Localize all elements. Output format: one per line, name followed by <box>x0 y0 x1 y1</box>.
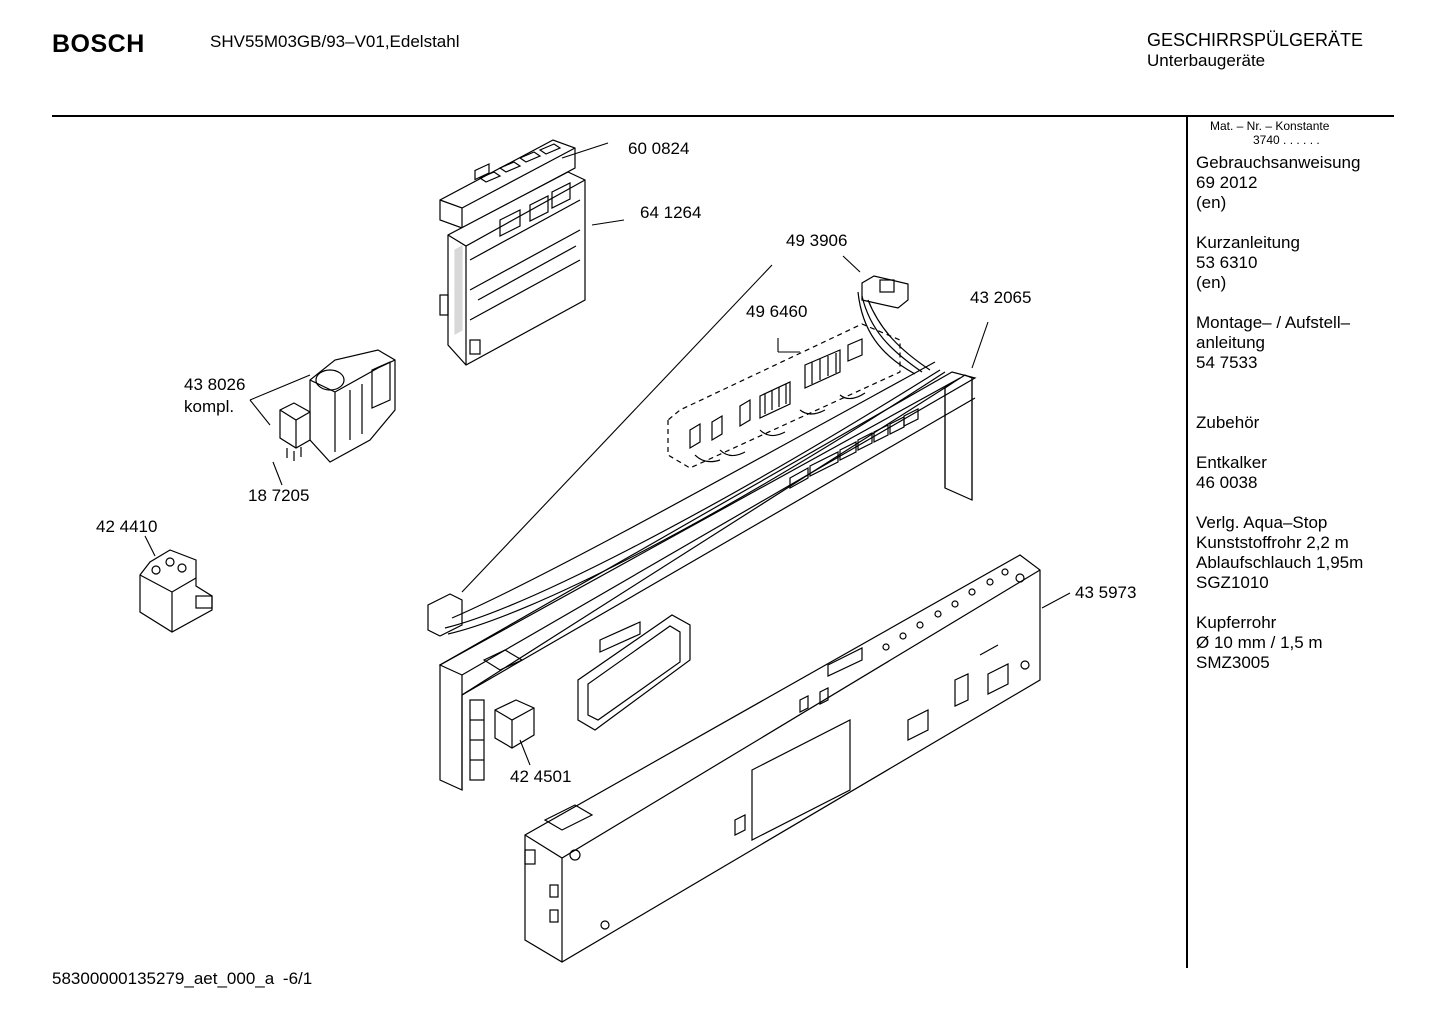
part-labels: 60 0824 64 1264 49 3906 49 6460 43 2065 … <box>96 139 1136 786</box>
category-title: GESCHIRRSPÜLGERÄTE <box>1147 30 1364 50</box>
label-438026-note: kompl. <box>184 397 234 416</box>
label-187205: 18 7205 <box>248 486 309 505</box>
accessory-entry: Entkalker 46 0038 <box>1196 453 1436 493</box>
label-424501: 42 4501 <box>510 767 571 786</box>
doc-title: Kurzanleitung <box>1196 233 1300 252</box>
label-435973: 43 5973 <box>1075 583 1136 602</box>
accessory-number: SMZ3005 <box>1196 653 1270 672</box>
part-493906-harness <box>857 275 931 375</box>
doc-title: Gebrauchsanweisung <box>1196 153 1361 172</box>
accessories-title: Zubehör <box>1196 413 1260 432</box>
doc-title-cont: anleitung <box>1196 333 1266 352</box>
page-number: -6/1 <box>282 969 313 988</box>
category-subtitle: Unterbaugeräte <box>1147 51 1266 70</box>
part-187205-microswitch <box>279 402 311 461</box>
doc-number: 53 6310 <box>1196 253 1258 272</box>
label-432065: 43 2065 <box>970 288 1031 307</box>
accessory-name: Entkalker <box>1196 453 1267 472</box>
mat-number-value: 3740 . . . . . . <box>1253 133 1320 147</box>
label-438026: 43 8026 <box>184 375 245 394</box>
accessory-name: Kupferrohr <box>1196 613 1277 632</box>
part-496460-connectors <box>667 323 901 469</box>
label-641264: 64 1264 <box>640 203 701 222</box>
leader-lines <box>144 142 1071 766</box>
doc-title: Montage– / Aufstell– <box>1196 313 1351 332</box>
accessory-entry: Kupferrohr Ø 10 mm / 1,5 m SMZ3005 <box>1196 613 1436 673</box>
document-code: 58300000135279_aet_000_a -6/1 <box>52 969 312 989</box>
doc-entry: Montage– / Aufstell– anleitung 54 7533 <box>1196 313 1436 373</box>
document-code-text: 58300000135279_aet_000_a <box>52 969 275 988</box>
accessory-detail: Kunststoffrohr 2,2 m <box>1196 533 1349 552</box>
model-title: SHV55M03GB/93–V01,Edelstahl <box>210 32 460 51</box>
sidebar-document-list: Mat. – Nr. – Konstante 3740 . . . . . . … <box>1196 119 1436 673</box>
display-window <box>577 614 691 731</box>
mat-number-header: Mat. – Nr. – Konstante <box>1210 119 1330 133</box>
accessory-detail: Ø 10 mm / 1,5 m <box>1196 633 1323 652</box>
part-424501-cube <box>494 699 535 749</box>
label-493906: 49 3906 <box>786 231 847 250</box>
doc-entry: Kurzanleitung 53 6310 (en) <box>1196 233 1436 293</box>
accessory-number: SGZ1010 <box>1196 573 1269 592</box>
part-424410-relay <box>139 549 213 633</box>
main-cable <box>427 361 946 637</box>
accessories-heading: Zubehör <box>1196 413 1436 433</box>
label-600824: 60 0824 <box>628 139 689 158</box>
label-424410: 42 4410 <box>96 517 157 536</box>
part-438026-door-lock <box>309 349 396 463</box>
doc-entry: Gebrauchsanweisung 69 2012 (en) <box>1196 153 1436 213</box>
header-rule <box>52 115 1394 117</box>
doc-number: 54 7533 <box>1196 353 1258 372</box>
part-600824-button-strip <box>439 139 576 229</box>
part-641264-control-module <box>439 171 586 366</box>
part-432065-upper-frame <box>438 371 977 791</box>
accessory-detail: Ablaufschlauch 1,95m <box>1196 553 1364 572</box>
label-496460: 49 6460 <box>746 302 807 321</box>
doc-language: (en) <box>1196 273 1227 292</box>
sidebar-divider <box>1186 117 1188 968</box>
brand-logo: BOSCH <box>52 30 145 58</box>
part-435973-lower-panel <box>524 554 1041 963</box>
accessory-entry: Verlg. Aqua–Stop Kunststoffrohr 2,2 m Ab… <box>1196 513 1436 593</box>
accessory-number: 46 0038 <box>1196 473 1258 492</box>
doc-language: (en) <box>1196 193 1227 212</box>
doc-number: 69 2012 <box>1196 173 1258 192</box>
accessory-name: Verlg. Aqua–Stop <box>1196 513 1328 532</box>
